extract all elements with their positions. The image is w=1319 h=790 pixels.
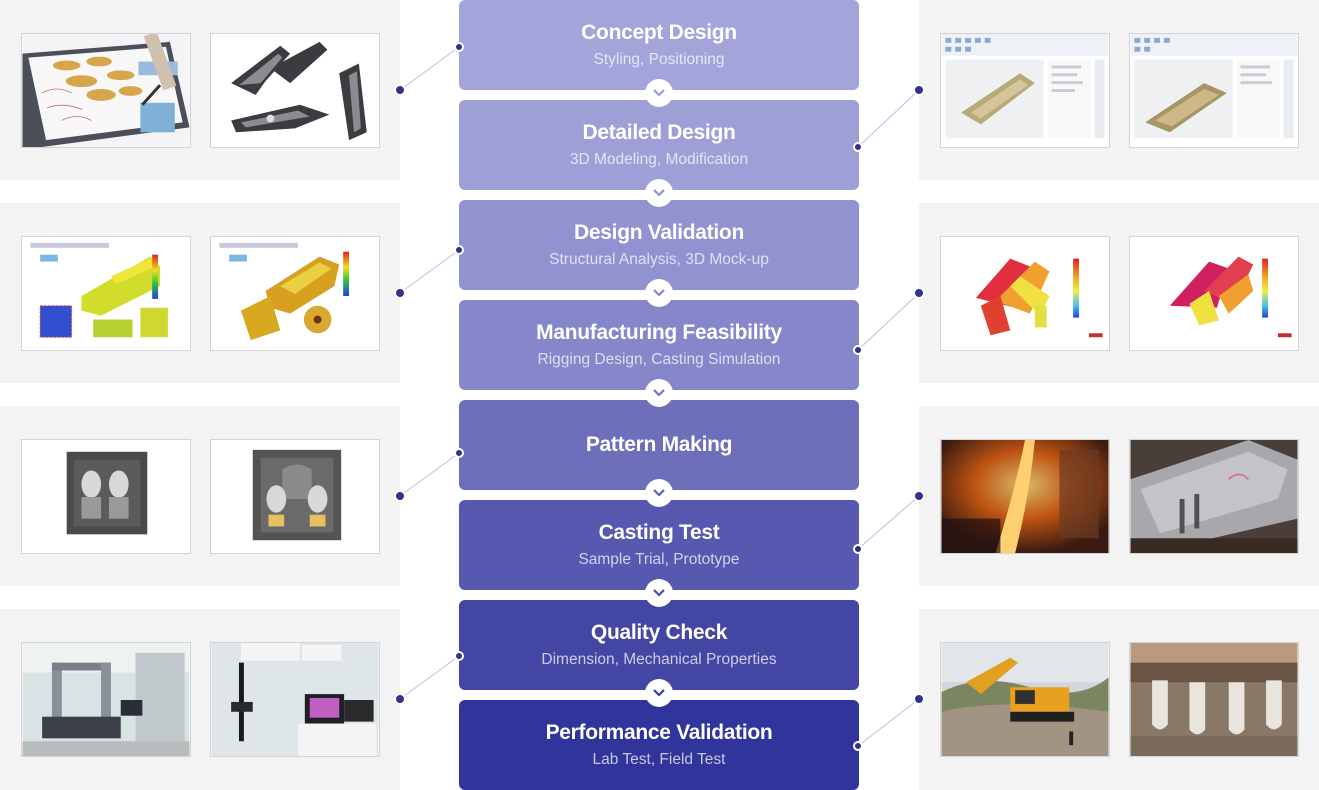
chevron-down-icon xyxy=(645,279,673,307)
step-title: Detailed Design xyxy=(582,121,736,144)
step-subtitle: Sample Trial, Prototype xyxy=(578,551,740,568)
step-casting-test: Casting Test Sample Trial, Prototype xyxy=(459,500,859,590)
panel-pattern-making xyxy=(0,406,400,586)
excavator-field-test-image xyxy=(940,642,1110,757)
step-title: Performance Validation xyxy=(545,721,773,744)
chevron-down-icon xyxy=(645,179,673,207)
chevron-down-icon xyxy=(645,79,673,107)
step-subtitle: Rigging Design, Casting Simulation xyxy=(537,351,781,368)
step-title: Manufacturing Feasibility xyxy=(536,321,782,344)
chevron-down-icon xyxy=(645,379,673,407)
step-quality-check: Quality Check Dimension, Mechanical Prop… xyxy=(459,600,859,690)
cmm-lab-image xyxy=(21,642,191,757)
panel-performance-validation xyxy=(919,609,1319,790)
step-subtitle: Lab Test, Field Test xyxy=(592,751,726,768)
pattern-mold-image-2 xyxy=(210,439,380,554)
pattern-mold-image-1 xyxy=(21,439,191,554)
step-subtitle: 3D Modeling, Modification xyxy=(569,151,749,168)
step-pattern-making: Pattern Making xyxy=(459,400,859,490)
molten-metal-pour-image xyxy=(940,439,1110,554)
casting-simulation-image-2 xyxy=(1129,236,1299,351)
step-concept-design: Concept Design Styling, Positioning xyxy=(459,0,859,90)
step-title: Pattern Making xyxy=(585,433,733,456)
step-design-validation: Design Validation Structural Analysis, 3… xyxy=(459,200,859,290)
structural-analysis-image-2 xyxy=(210,236,380,351)
step-subtitle: Styling, Positioning xyxy=(593,51,725,68)
panel-manufacturing-feasibility xyxy=(919,203,1319,383)
step-title: Casting Test xyxy=(598,521,720,544)
step-subtitle: Structural Analysis, 3D Mock-up xyxy=(549,251,769,268)
casting-simulation-image-1 xyxy=(940,236,1110,351)
chevron-down-icon xyxy=(645,679,673,707)
cad-model-image-1 xyxy=(940,33,1110,148)
panel-quality-check xyxy=(0,609,400,790)
chevron-down-icon xyxy=(645,579,673,607)
structural-analysis-image-1 xyxy=(21,236,191,351)
step-performance-validation: Performance Validation Lab Test, Field T… xyxy=(459,700,859,790)
step-title: Quality Check xyxy=(590,621,728,644)
step-title: Concept Design xyxy=(581,21,737,44)
step-manufacturing-feasibility: Manufacturing Feasibility Rigging Design… xyxy=(459,300,859,390)
panel-casting-test xyxy=(919,406,1319,586)
chevron-down-icon xyxy=(645,479,673,507)
panel-detailed-design xyxy=(919,0,1319,180)
tooth-renders-image xyxy=(210,33,380,148)
measuring-arm-image xyxy=(210,642,380,757)
cad-model-image-2 xyxy=(1129,33,1299,148)
panel-concept-design xyxy=(0,0,400,180)
step-detailed-design: Detailed Design 3D Modeling, Modificatio… xyxy=(459,100,859,190)
step-subtitle: Dimension, Mechanical Properties xyxy=(541,651,777,668)
cast-prototype-image xyxy=(1129,439,1299,554)
bucket-teeth-image xyxy=(1129,642,1299,757)
sketch-tablet-image xyxy=(21,33,191,148)
step-title: Design Validation xyxy=(574,221,744,244)
panel-design-validation xyxy=(0,203,400,383)
